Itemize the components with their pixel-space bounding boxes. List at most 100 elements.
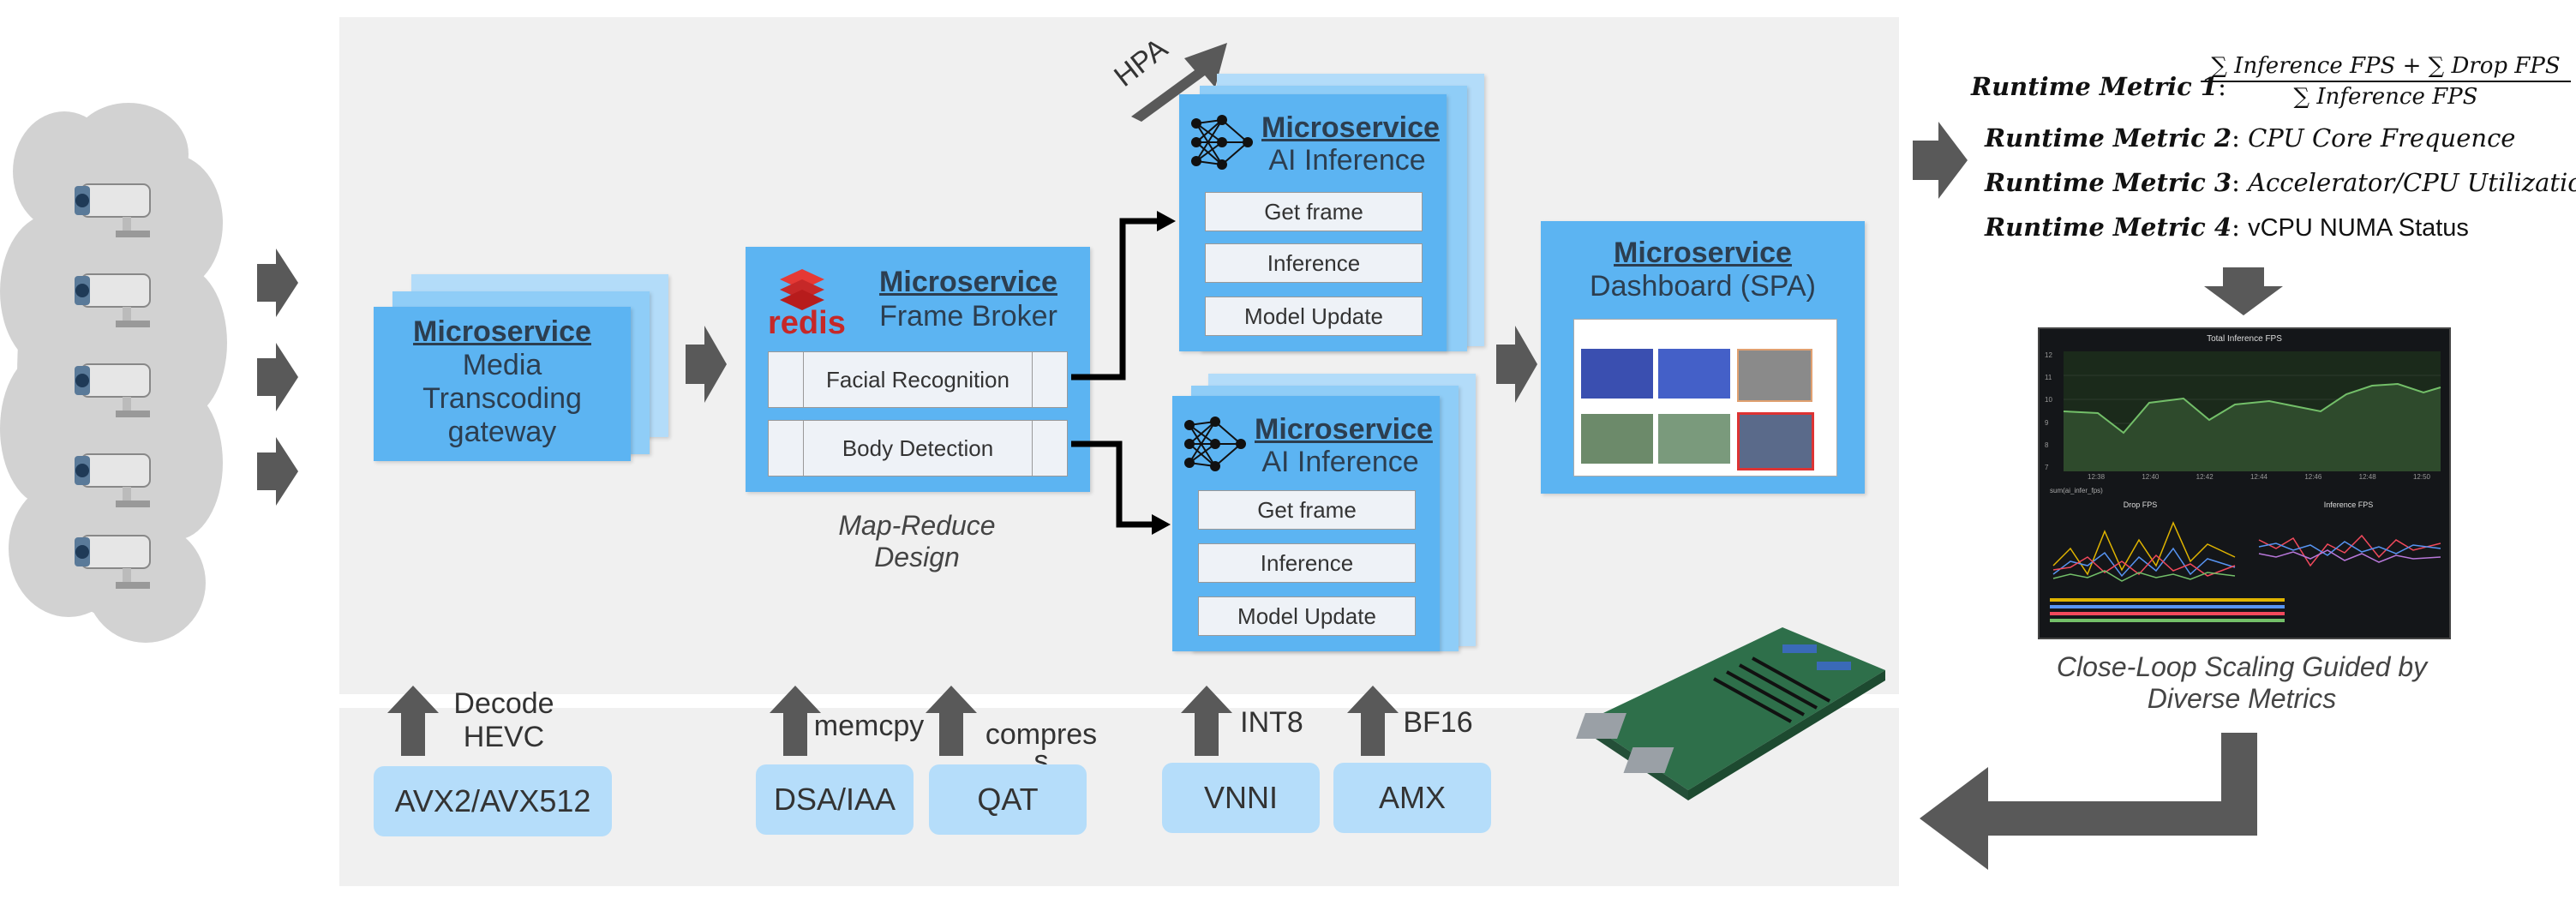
y-tick: 12 (2045, 351, 2052, 359)
step-model-update[interactable]: Model Update (1198, 596, 1416, 636)
grafana-top-legend: sum(ai_infer_fps) (2050, 487, 2103, 494)
frame-broker-card: redis Microservice Frame Broker Facial R… (746, 247, 1090, 492)
task-facial-recognition[interactable]: Facial Recognition (768, 351, 1068, 408)
step-get-frame[interactable]: Get frame (1205, 192, 1423, 231)
hw-up-arrow-icon (770, 686, 821, 756)
step-model-update[interactable]: Model Update (1205, 297, 1423, 336)
grafana-top-title: Total Inference FPS (2207, 334, 2282, 344)
x-tick: 12:42 (2196, 473, 2214, 481)
runtime-metric-2: Runtime Metric 2: CPU Core Frequence (1985, 123, 2516, 153)
y-tick: 8 (2045, 441, 2049, 449)
dashboard-subtitle: Dashboard (SPA) (1590, 270, 1816, 303)
step-inference[interactable]: Inference (1198, 543, 1416, 583)
gateway-line2: Transcoding (422, 382, 582, 415)
metric-value: vCPU NUMA Status (2248, 214, 2469, 242)
close-loop-caption: Close-Loop Scaling Guided by Diverse Met… (2010, 651, 2473, 715)
stream-arrow-icon (257, 343, 298, 411)
step-get-frame[interactable]: Get frame (1198, 490, 1416, 530)
y-tick: 7 (2045, 463, 2049, 471)
neural-network-icon (1191, 115, 1253, 170)
qat-box: QAT (929, 764, 1087, 835)
stream-arrow-icon (257, 249, 298, 317)
camera-icon (75, 453, 151, 507)
metric-name: Runtime Metric 4 (1985, 213, 2232, 242)
inference-title: Microservice (1255, 413, 1433, 446)
metric1-formula: ∑ Inference FPS + ∑ Drop FPS ∑ Inference… (2201, 53, 2571, 110)
metric-name: Runtime Metric 1 (1971, 72, 2219, 101)
redis-logo-text: redis (768, 305, 846, 341)
y-tick: 11 (2045, 374, 2052, 382)
runtime-metric-3: Runtime Metric 3: Accelerator/CPU Utiliz… (1985, 168, 2576, 197)
metric-name: Runtime Metric 2 (1985, 123, 2232, 153)
metric-name: Runtime Metric 3 (1985, 168, 2232, 197)
hw-up-arrow-icon (387, 686, 439, 756)
amx-box: AMX (1333, 763, 1491, 833)
metrics-arrow-icon (1913, 122, 1968, 199)
avx-box: AVX2/AVX512 (374, 766, 612, 836)
grafana-legend-rows (2050, 595, 2441, 632)
grafana-top-graph (2063, 351, 2441, 471)
runtime-metric-1: Runtime Metric 1: (1971, 72, 2226, 101)
hw-up-arrow-icon (926, 686, 977, 756)
camera-icon (75, 183, 151, 237)
camera-icon (75, 273, 151, 327)
camera-cloud (0, 103, 227, 643)
grafana-dashboard: Total Inference FPS 12 11 10 9 8 7 12:38… (2038, 327, 2451, 639)
dashboard-title: Microservice (1614, 237, 1792, 269)
inference-title: Microservice (1261, 111, 1440, 144)
feedback-arrow-icon (1920, 733, 2257, 870)
inference-subtitle: AI Inference (1268, 144, 1426, 177)
close-loop-line1: Close-Loop Scaling Guided by (2056, 651, 2428, 682)
task-body-detection[interactable]: Body Detection (768, 420, 1068, 476)
hardware-band-separator (339, 694, 1899, 708)
x-tick: 12:48 (2358, 473, 2376, 481)
gateway-line1: Media (462, 349, 542, 381)
media-gateway-card: Microservice Media Transcoding gateway (374, 307, 631, 461)
task-label: Body Detection (842, 435, 994, 461)
metric-value: Accelerator/CPU Utilization (2248, 168, 2576, 197)
runtime-metric-4: Runtime Metric 4: vCPU NUMA Status (1985, 213, 2469, 242)
camera-icon (75, 535, 151, 589)
broker-subtitle: Frame Broker (879, 300, 1057, 333)
neural-network-icon (1184, 417, 1246, 471)
decode-label: Decode HEVC (444, 687, 564, 754)
vnni-box: VNNI (1162, 763, 1320, 833)
grafana-y-ticks: 12 11 10 9 8 7 (2045, 351, 2062, 471)
ai-inference-top-card: Microservice AI Inference Get frame Infe… (1179, 94, 1447, 351)
gateway-title: Microservice (413, 315, 591, 348)
memcpy-label: memcpy (813, 710, 925, 742)
flow-arrow-icon (1496, 326, 1537, 403)
metric-value: CPU Core Frequence (2248, 123, 2516, 153)
x-tick: 12:40 (2142, 473, 2160, 481)
x-tick: 12:46 (2304, 473, 2322, 481)
grafana-left-title: Drop FPS (2123, 500, 2158, 509)
decode-line1: Decode (453, 687, 554, 720)
int8-label: INT8 (1240, 706, 1303, 739)
dashboard-screenshot (1573, 319, 1837, 476)
map-reduce-caption: Map-Reduce Design (771, 510, 1063, 573)
compress-line1: compres (985, 718, 1098, 751)
stream-arrow-icon (257, 437, 298, 506)
gateway-line3: gateway (447, 416, 557, 448)
ai-inference-bottom-card: Microservice AI Inference Get frame Infe… (1172, 396, 1440, 651)
x-tick: 12:44 (2250, 473, 2268, 481)
hpa-arrow-icon (1131, 43, 1227, 122)
grafana-x-ticks: 12:38 12:40 12:42 12:44 12:46 12:48 12:5… (2088, 473, 2430, 481)
decode-line2: HEVC (463, 721, 545, 753)
broker-title: Microservice (879, 266, 1057, 298)
y-tick: 10 (2045, 396, 2052, 405)
hw-up-arrow-icon (1181, 686, 1232, 756)
server-motherboard-icon (1576, 627, 1885, 800)
task-label: Facial Recognition (826, 367, 1009, 393)
map-reduce-line1: Map-Reduce (838, 510, 996, 541)
down-arrow-icon (2204, 267, 2283, 315)
grafana-right-title: Inference FPS (2323, 500, 2374, 509)
formula-numerator: ∑ Inference FPS + ∑ Drop FPS (2201, 53, 2571, 82)
compress-label: compres s (977, 718, 1105, 778)
close-loop-line2: Diverse Metrics (2147, 683, 2337, 714)
grafana-drop-fps-graph (2052, 521, 2236, 582)
inference-subtitle: AI Inference (1261, 446, 1419, 478)
map-reduce-line2: Design (874, 542, 960, 572)
step-inference[interactable]: Inference (1205, 243, 1423, 283)
